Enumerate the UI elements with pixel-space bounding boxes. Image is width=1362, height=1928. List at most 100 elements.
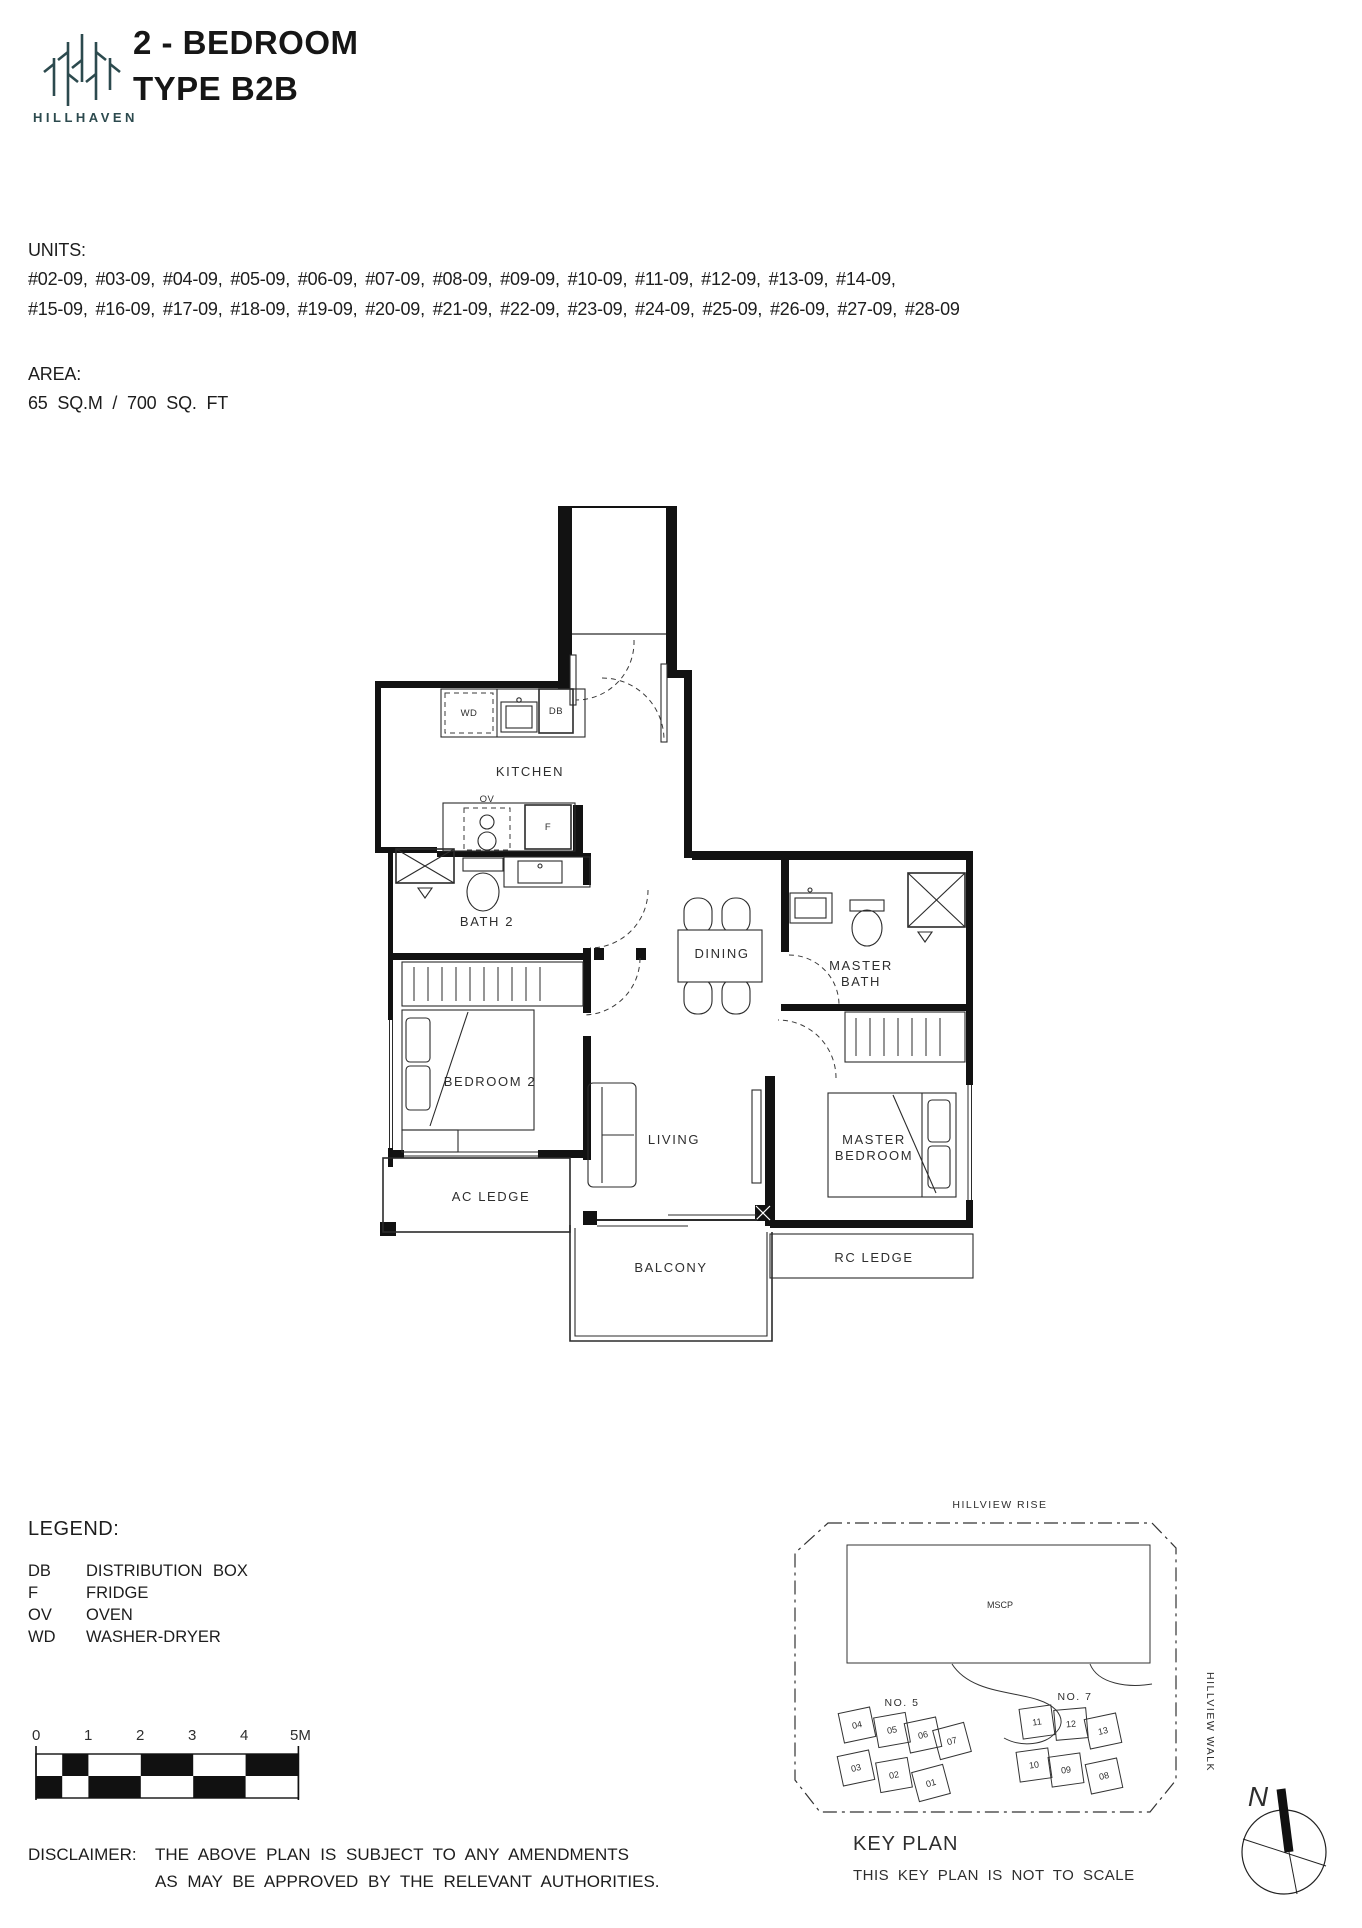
block-01: 01 bbox=[925, 1777, 937, 1789]
room-label-dining: DINING bbox=[694, 946, 749, 961]
tv-console-icon bbox=[751, 1089, 762, 1184]
washer-dryer-icon bbox=[444, 692, 494, 734]
room-label-master-bath2: BATH bbox=[841, 974, 881, 989]
living-furniture bbox=[587, 1082, 762, 1188]
hillhaven-logo-icon bbox=[43, 34, 121, 106]
scale-tick-label: 3 bbox=[188, 1727, 196, 1744]
block-09-highlighted: 09 bbox=[1060, 1764, 1071, 1775]
ac-units bbox=[395, 848, 966, 943]
master-bath-sink-icon bbox=[794, 897, 827, 919]
road-label-hillview-walk: HILLVIEW WALK bbox=[1204, 1672, 1216, 1772]
tower-blocks-no5: 04 05 06 07 03 02 01 bbox=[836, 1706, 972, 1803]
doors bbox=[569, 639, 840, 1079]
windows bbox=[389, 1020, 972, 1227]
walls bbox=[375, 506, 973, 1236]
block-11: 11 bbox=[1032, 1716, 1043, 1727]
block-03: 03 bbox=[850, 1762, 862, 1774]
units-heading: UNITS: bbox=[28, 240, 86, 260]
room-label-living: LIVING bbox=[648, 1132, 700, 1147]
block-04: 04 bbox=[851, 1719, 863, 1731]
plan-title-line2: TYPE B2B bbox=[133, 70, 299, 107]
room-label-rc-ledge: RC LEDGE bbox=[834, 1250, 913, 1265]
units-line1: #02-09, #03-09, #04-09, #05-09, #06-09, … bbox=[28, 269, 896, 289]
scale-tick-label: 1 bbox=[84, 1727, 92, 1744]
fixture-label-ov: OV bbox=[480, 794, 495, 805]
legend-desc: FRIDGE bbox=[86, 1584, 149, 1602]
legend-desc: DISTRIBUTION BOX bbox=[86, 1562, 248, 1580]
compass-n-label: N bbox=[1248, 1781, 1269, 1812]
site-boundary bbox=[794, 1522, 1177, 1813]
outdoor-areas bbox=[382, 1157, 974, 1342]
scale-tick-label: 4 bbox=[240, 1727, 248, 1744]
room-label-bath2: BATH 2 bbox=[460, 914, 514, 929]
brand-name: HILLHAVEN bbox=[33, 110, 138, 125]
scale-tick-label: 0 bbox=[32, 1727, 40, 1744]
fixture-label-wd: WD bbox=[461, 708, 478, 719]
ac-unit-icon bbox=[395, 848, 455, 884]
room-label-master-bath: MASTER bbox=[829, 958, 893, 973]
block-12: 12 bbox=[1066, 1719, 1077, 1730]
legend-abbr: OV bbox=[28, 1606, 52, 1624]
disclaimer-line2: AS MAY BE APPROVED BY THE RELEVANT AUTHO… bbox=[155, 1872, 660, 1891]
room-label-bedroom2: BEDROOM 2 bbox=[444, 1074, 536, 1089]
north-arrow-icon: N bbox=[1241, 1781, 1327, 1895]
keyplan-heading: KEY PLAN bbox=[853, 1833, 958, 1855]
bed-icon bbox=[401, 1009, 535, 1131]
room-label-kitchen: KITCHEN bbox=[496, 764, 564, 779]
master-bath-toilet-icon bbox=[849, 899, 885, 912]
plan-title-line1: 2 - BEDROOM bbox=[133, 24, 359, 61]
keyplan-note: THIS KEY PLAN IS NOT TO SCALE bbox=[853, 1867, 1135, 1884]
dining-set bbox=[677, 897, 763, 1015]
kitchen-fixtures bbox=[440, 688, 586, 852]
legend-item: F FRIDGE bbox=[28, 1582, 248, 1604]
block-02: 02 bbox=[888, 1769, 900, 1781]
room-label-balcony: BALCONY bbox=[634, 1260, 707, 1275]
sofa-icon bbox=[587, 1082, 637, 1188]
legend-item: OV OVEN bbox=[28, 1604, 248, 1626]
master-bath-fixtures bbox=[789, 887, 885, 947]
legend-abbr: WD bbox=[28, 1628, 56, 1646]
bedroom2-furniture bbox=[401, 1009, 535, 1153]
bed-icon bbox=[827, 1092, 957, 1198]
floor-plan: KITCHEN BATH 2 DINING MASTER BATH BEDROO… bbox=[375, 506, 974, 1342]
highlighted-unit-block bbox=[1047, 1752, 1085, 1788]
area-value: 65 SQ.M / 700 SQ. FT bbox=[28, 393, 229, 413]
key-plan: HILLVIEW RISE MSCP NO. 5 NO. 7 04 05 06 … bbox=[794, 1499, 1327, 1895]
cluster-label-no5: NO. 5 bbox=[885, 1697, 920, 1709]
legend-item: DB DISTRIBUTION BOX bbox=[28, 1560, 248, 1582]
legend-abbr: F bbox=[28, 1584, 39, 1602]
tower-blocks-no7: 11 12 13 10 09 08 bbox=[1015, 1704, 1124, 1795]
driveway bbox=[951, 1663, 1153, 1745]
disclaimer-label: DISCLAIMER: bbox=[28, 1845, 137, 1864]
block-07: 07 bbox=[946, 1735, 958, 1747]
room-label-ac-ledge: AC LEDGE bbox=[452, 1189, 531, 1204]
legend-list: DB DISTRIBUTION BOX F FRIDGE OV OVEN WD … bbox=[28, 1560, 248, 1648]
area-heading: AREA: bbox=[28, 364, 82, 384]
legend-desc: OVEN bbox=[86, 1606, 133, 1624]
master-bedroom-furniture bbox=[827, 1092, 957, 1198]
block-05: 05 bbox=[886, 1724, 898, 1736]
units-line2: #15-09, #16-09, #17-09, #18-09, #19-09, … bbox=[28, 299, 960, 319]
block-08: 08 bbox=[1098, 1770, 1110, 1782]
fridge-icon bbox=[524, 804, 572, 850]
room-label-master-bedroom2: BEDROOM bbox=[835, 1148, 913, 1163]
mscp-building bbox=[846, 1544, 1151, 1664]
ac-unit-icon bbox=[907, 872, 966, 928]
scale-bar: 0 1 2 3 4 5M bbox=[32, 1727, 311, 1800]
legend-abbr: DB bbox=[28, 1562, 51, 1580]
bath2-sink-icon bbox=[517, 860, 563, 884]
block-13: 13 bbox=[1097, 1725, 1109, 1737]
bath2-fixtures bbox=[462, 856, 591, 912]
block-10: 10 bbox=[1028, 1759, 1039, 1770]
bath2-toilet-icon bbox=[462, 857, 504, 872]
distribution-box-icon bbox=[538, 688, 574, 734]
legend-heading: LEGEND: bbox=[28, 1518, 120, 1540]
legend-item: WD WASHER-DRYER bbox=[28, 1626, 248, 1648]
scale-tick-label: 2 bbox=[136, 1727, 144, 1744]
scale-tick-label: 5M bbox=[290, 1727, 311, 1744]
cluster-label-no7: NO. 7 bbox=[1058, 1691, 1093, 1703]
fixture-label-f: F bbox=[545, 822, 551, 833]
wardrobes bbox=[401, 961, 966, 1063]
ac-ledge-outline bbox=[382, 1157, 571, 1233]
